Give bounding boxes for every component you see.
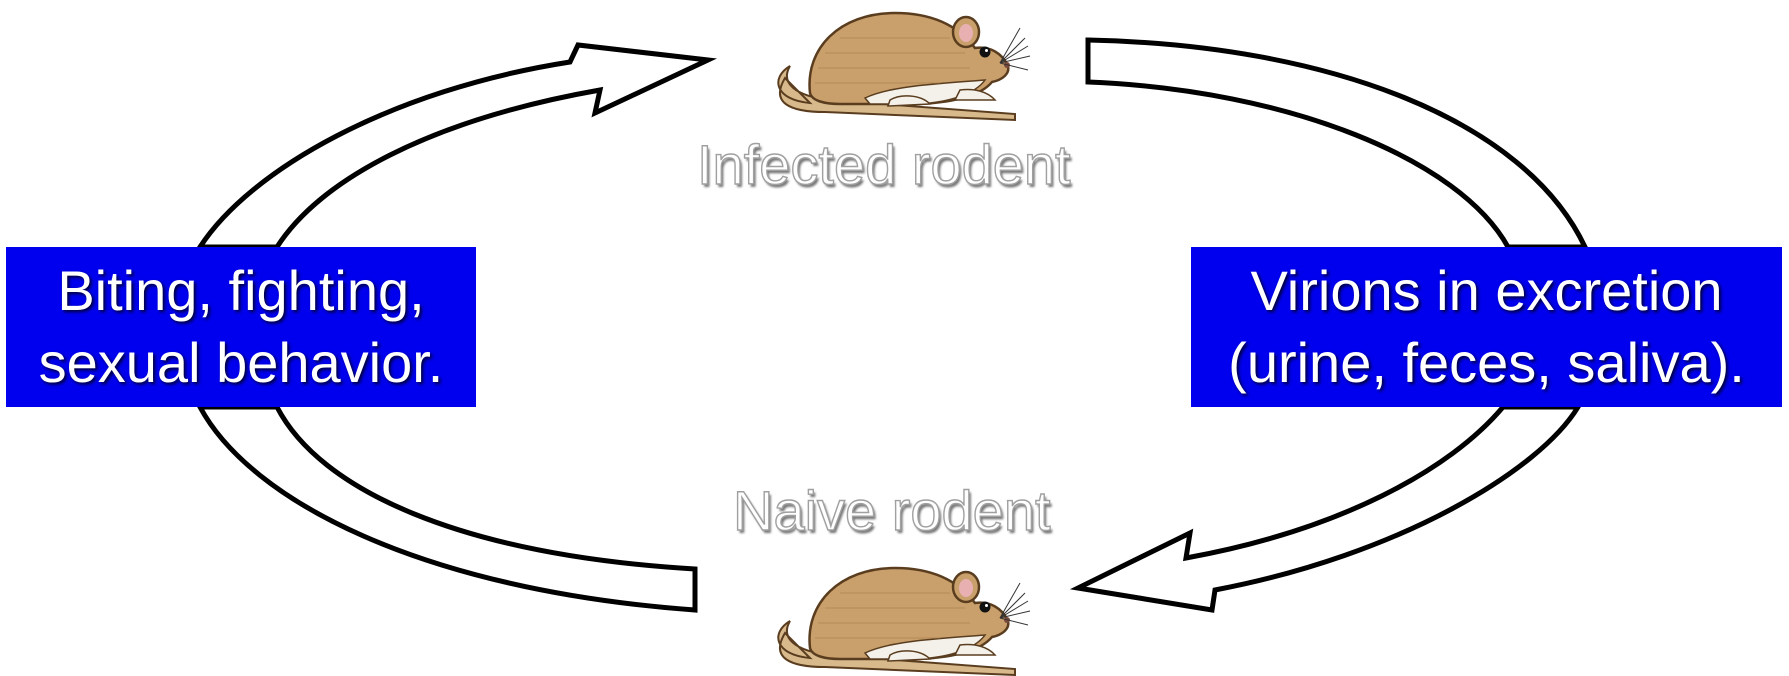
excretion-line-1: Virions in excretion (1250, 255, 1722, 327)
infected-rodent-label: Infected rodent (697, 132, 1071, 197)
arrow-to-infected (200, 45, 708, 247)
transmission-line-2: sexual behavior. (39, 327, 444, 399)
transmission-behavior-box: Biting, fighting, sexual behavior. (6, 247, 476, 407)
naive-rodent-icon (778, 568, 1030, 675)
arrow-from-infected (1088, 40, 1585, 247)
excretion-box: Virions in excretion (urine, feces, sali… (1191, 247, 1782, 407)
naive-rodent-label: Naive rodent (733, 478, 1051, 543)
excretion-line-2: (urine, feces, saliva). (1228, 327, 1745, 399)
infected-rodent-icon (778, 13, 1030, 120)
transmission-line-1: Biting, fighting, (57, 255, 424, 327)
arrow-to-naive (1078, 407, 1578, 610)
arrow-from-naive (200, 407, 695, 610)
